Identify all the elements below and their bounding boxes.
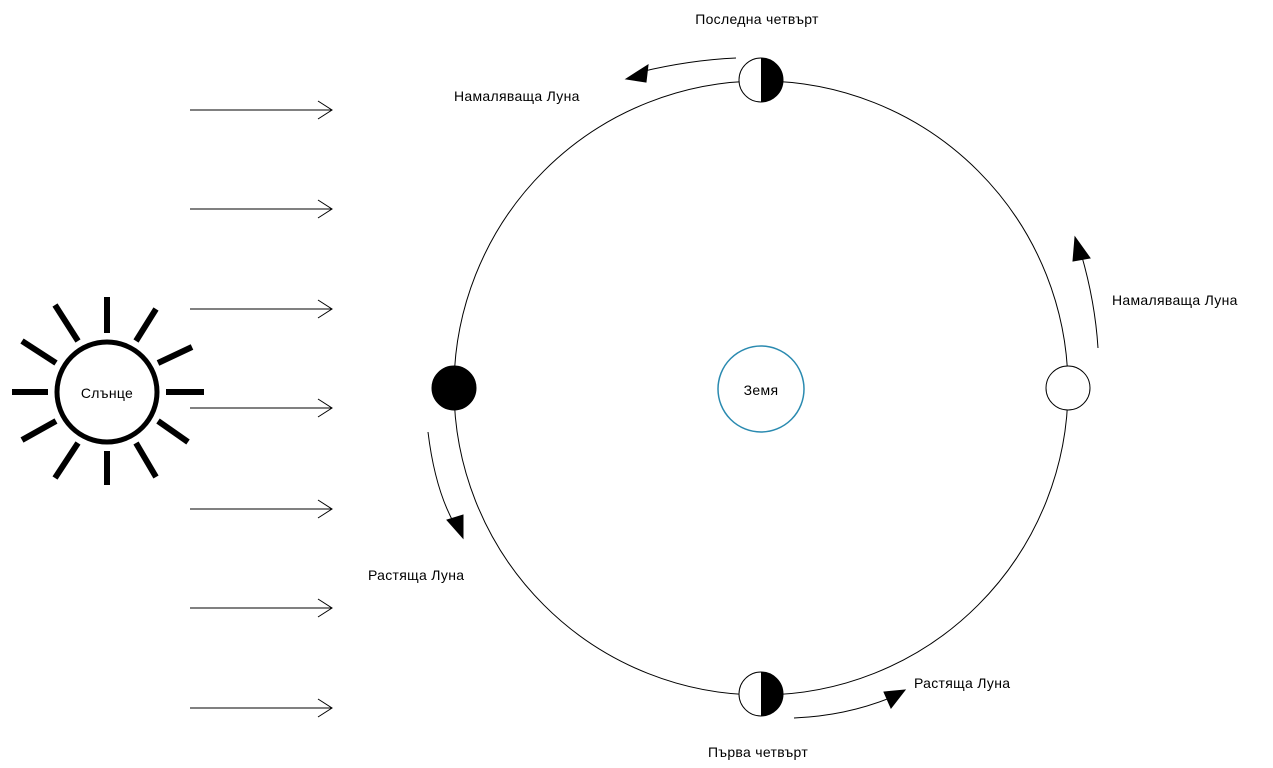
direction-arrow (1072, 235, 1099, 349)
light-rays (190, 100, 333, 718)
light-ray-arrow (190, 598, 333, 618)
sun-label: Слънце (81, 385, 133, 401)
moon-first-quarter-icon (738, 671, 784, 717)
earth-label: Земя (744, 382, 779, 398)
moon-new-icon (431, 365, 477, 411)
direction-arrow (427, 431, 464, 540)
light-ray-arrow (190, 698, 333, 718)
label-waxing-left: Растяща Луна (368, 567, 464, 583)
sun-icon (12, 297, 204, 485)
light-ray-arrow (190, 100, 333, 120)
moon-last-quarter-icon (738, 57, 784, 103)
label-waning-right: Намаляваща Луна (1112, 292, 1238, 308)
direction-arrows (427, 57, 1099, 719)
sun-disc (54, 339, 160, 445)
moon-full-icon (1045, 365, 1091, 411)
light-ray-arrow (190, 299, 333, 319)
light-ray-arrow (190, 398, 333, 418)
light-ray-arrow (190, 499, 333, 519)
label-last-quarter: Последна четвърт (695, 11, 819, 27)
label-waxing-bottom: Растяща Луна (914, 675, 1010, 691)
light-ray-arrow (190, 199, 333, 219)
label-first-quarter: Първа четвърт (708, 744, 808, 760)
label-waning-top: Намаляваща Луна (454, 88, 580, 104)
direction-arrow (624, 57, 737, 83)
sun-rays (12, 297, 204, 485)
earth-icon (717, 345, 805, 433)
direction-arrow (793, 689, 907, 719)
